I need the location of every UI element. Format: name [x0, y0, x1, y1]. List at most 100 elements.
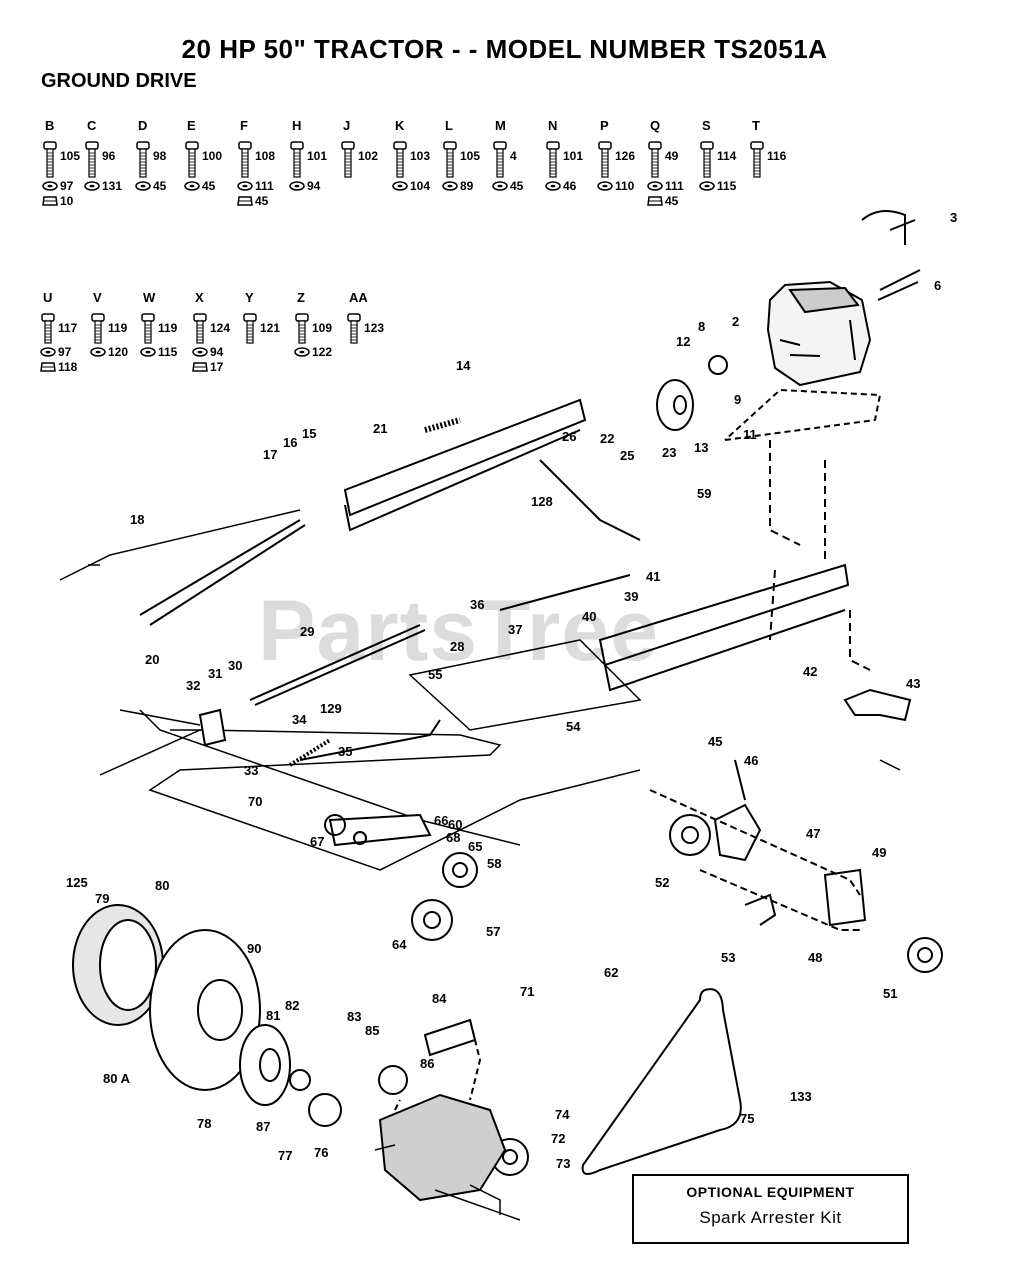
hardware-letter: P — [600, 118, 609, 133]
callout-8: 8 — [698, 319, 705, 334]
hardware-part-number: 94 — [307, 179, 321, 193]
bolt-shank-icon — [396, 148, 404, 178]
hardware-letter: Q — [650, 118, 660, 133]
hardware-letter: L — [445, 118, 453, 133]
callout-32: 32 — [186, 678, 200, 693]
hardware-letter: D — [138, 118, 147, 133]
callout-51: 51 — [883, 986, 897, 1001]
frame-rail-left — [343, 398, 587, 517]
hardware-part-number: 98 — [153, 149, 167, 163]
bolt-shank-icon — [703, 148, 711, 178]
hardware-letter: B — [45, 118, 54, 133]
hardware-part-number: 10 — [60, 194, 74, 208]
callout-23: 23 — [662, 445, 676, 460]
cable-part-20 — [139, 519, 306, 626]
bolt-shank-icon — [601, 148, 609, 178]
callout-15: 15 — [302, 426, 316, 441]
rod-part-29 — [249, 624, 426, 706]
bolt-head-icon — [141, 313, 155, 322]
callout-31: 31 — [208, 666, 222, 681]
callout-84: 84 — [432, 991, 447, 1006]
callout-90: 90 — [247, 941, 261, 956]
callout-17: 17 — [263, 447, 277, 462]
bolt-head-icon — [43, 141, 57, 150]
bolt-head-icon — [700, 141, 714, 150]
wheel-part-78 — [239, 1024, 291, 1106]
hardware-part-number: 46 — [563, 179, 577, 193]
callout-87: 87 — [256, 1119, 270, 1134]
hardware-letter: Z — [297, 290, 305, 305]
bolt-head-icon — [185, 141, 199, 150]
hardware-letter: C — [87, 118, 97, 133]
hardware-part-number: 102 — [358, 149, 378, 163]
hub-part-87 — [289, 1069, 311, 1091]
callout-6: 6 — [934, 278, 941, 293]
callout-29: 29 — [300, 624, 314, 639]
hardware-part-number: 118 — [58, 360, 78, 374]
hardware-letter: Y — [245, 290, 254, 305]
bolt-shank-icon — [549, 148, 557, 178]
callout-54: 54 — [566, 719, 581, 734]
hardware-part-number: 121 — [260, 321, 280, 335]
bolt-head-icon — [347, 313, 361, 322]
bolt-shank-icon — [46, 148, 54, 178]
bracket-part-46 — [713, 803, 762, 862]
shaft-part-6 — [877, 269, 921, 301]
callout-73: 73 — [556, 1156, 570, 1171]
diagram-linework — [59, 210, 943, 1221]
callout-70: 70 — [248, 794, 262, 809]
callout-74: 74 — [555, 1107, 570, 1122]
optional-equipment-heading: OPTIONAL EQUIPMENT — [686, 1184, 855, 1200]
frame-rail-right — [598, 563, 850, 667]
bolt-head-icon — [193, 313, 207, 322]
pulley-part-86 — [378, 1065, 408, 1095]
hardware-part-number: 119 — [158, 321, 178, 335]
hardware-letter: E — [187, 118, 196, 133]
pulley-part-51 — [907, 937, 943, 973]
callout-33: 33 — [244, 763, 258, 778]
hardware-part-number: 120 — [108, 345, 128, 359]
pulley-part-13 — [656, 379, 694, 431]
bracket-part-48 — [823, 868, 867, 927]
hardware-letter: W — [143, 290, 156, 305]
hardware-part-number: 104 — [410, 179, 430, 193]
bolt-shank-icon — [94, 320, 102, 344]
hardware-letter: N — [548, 118, 557, 133]
callout-49: 49 — [872, 845, 886, 860]
hardware-group-Y: Y 121 — [243, 290, 280, 344]
callout-80: 80 — [155, 878, 169, 893]
hardware-part-number: 109 — [312, 321, 332, 335]
callout-46: 46 — [744, 753, 758, 768]
hardware-part-number: 114 — [717, 149, 737, 163]
callout-3: 3 — [950, 210, 957, 225]
callout-35: 35 — [338, 744, 352, 759]
bolt-shank-icon — [196, 320, 204, 344]
callout-16: 16 — [283, 435, 297, 450]
callout-25: 25 — [620, 448, 634, 463]
pulley-part-64 — [411, 899, 453, 941]
hardware-legend: B1059710C96131D9845E10045F10811145H10194… — [40, 118, 787, 374]
callout-48: 48 — [808, 950, 822, 965]
callout-128: 128 — [531, 494, 553, 509]
bolt-head-icon — [243, 313, 257, 322]
callout-79: 79 — [95, 891, 109, 906]
callout-83: 83 — [347, 1009, 361, 1024]
bolt-head-icon — [136, 141, 150, 150]
callout-20: 20 — [145, 652, 159, 667]
bolt-shank-icon — [139, 148, 147, 178]
hardware-part-number: 126 — [615, 149, 635, 163]
hardware-part-number: 100 — [202, 149, 222, 163]
lever-part-43 — [843, 688, 912, 722]
bolt-head-icon — [41, 313, 55, 322]
callout-40: 40 — [582, 609, 596, 624]
hardware-letter: X — [195, 290, 204, 305]
